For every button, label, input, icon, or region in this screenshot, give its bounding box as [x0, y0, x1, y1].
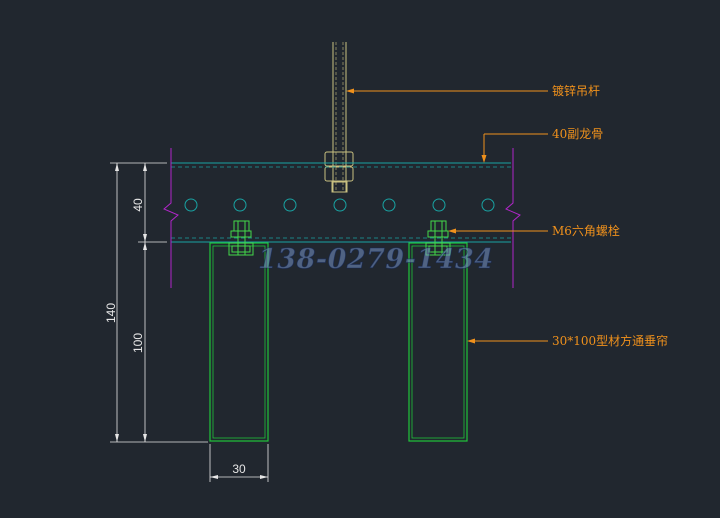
label-profile: 30*100型材方通垂帘: [552, 333, 668, 348]
dim-profile-height: 100: [131, 333, 145, 353]
hex-bolt-left: [228, 220, 254, 256]
break-line-left: [163, 148, 179, 288]
arrow-head-icon: [448, 228, 456, 234]
leader-bolt: [448, 228, 548, 234]
break-line-right: [505, 148, 521, 288]
leader-profile: [467, 338, 548, 344]
arrow-head-icon: [481, 155, 487, 163]
suspension-rod: [332, 42, 347, 192]
arrow-head-icon: [467, 338, 475, 344]
hex-bolt-right: [425, 220, 451, 256]
arrow-head-icon: [346, 88, 354, 94]
c-channel: [171, 162, 511, 243]
label-keel: 40副龙骨: [552, 127, 603, 141]
leader-keel: [481, 133, 548, 163]
label-bolt: M6六角螺栓: [552, 223, 620, 238]
dimension-lines: [110, 162, 269, 482]
leader-rod: [346, 88, 548, 94]
label-rod: 镀锌吊杆: [552, 84, 600, 98]
dim-profile-width: 30: [232, 462, 246, 476]
dim-channel-height: 40: [131, 198, 145, 212]
dim-total-height: 140: [104, 303, 118, 323]
hex-nut-rod: [324, 151, 354, 193]
channel-holes: [184, 198, 495, 212]
dimension-arrows: [115, 163, 268, 479]
watermark-text: 138-0279-1434: [258, 244, 494, 275]
